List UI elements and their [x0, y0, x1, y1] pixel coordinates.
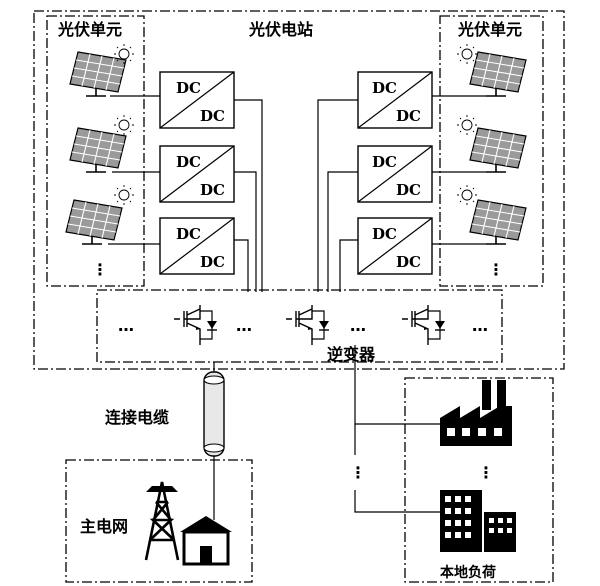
ellipsis: …: [472, 316, 488, 335]
substation-icon: [180, 516, 232, 566]
main-grid-frame: [65, 459, 253, 583]
svg-text:DC: DC: [200, 181, 225, 199]
main-grid-label: 主电网: [80, 517, 128, 536]
dc-dc-converter: DC DC: [159, 145, 235, 203]
more-panels-left: ⋮: [92, 260, 108, 279]
svg-text:DC: DC: [176, 153, 201, 171]
svg-text:DC: DC: [200, 253, 225, 271]
igbt-switch-icon: [285, 304, 330, 346]
solar-panel-icon: [469, 127, 527, 173]
igbt-switch-icon: [173, 304, 218, 346]
cable-label: 连接电缆: [105, 408, 169, 427]
more-outputs-vdots: ⋮: [350, 463, 366, 482]
sun-icon: [113, 184, 135, 206]
pv-station-label: 光伏电站: [248, 20, 313, 39]
igbt-switch-icon: [401, 304, 446, 346]
svg-text:DC: DC: [176, 225, 201, 243]
local-load-label: 本地负荷: [440, 564, 496, 581]
solar-panel-icon: [469, 199, 527, 245]
ellipsis: …: [118, 316, 134, 335]
dc-dc-converter: DC DC: [357, 145, 433, 203]
sun-icon: [456, 43, 478, 65]
dc-dc-converter: DC DC: [159, 217, 235, 275]
connection-cable: [203, 371, 225, 457]
solar-panel-icon: [469, 51, 527, 97]
svg-text:DC: DC: [372, 225, 397, 243]
more-loads-vdots: ⋮: [478, 463, 494, 482]
solar-panel-icon: [65, 199, 123, 245]
pv-station-frame: [33, 10, 565, 370]
transmission-tower-icon: [144, 481, 180, 561]
local-load-frame: [404, 377, 554, 583]
pv-unit-left-label: 光伏单元: [57, 20, 122, 39]
svg-text:DC: DC: [372, 79, 397, 97]
pv-unit-right-label: 光伏单元: [457, 20, 522, 39]
sun-icon: [456, 114, 478, 136]
pv-unit-left-frame: [46, 15, 145, 287]
svg-text:DC: DC: [396, 107, 421, 125]
dc-dc-converter: DC DC: [357, 217, 433, 275]
svg-text:DC: DC: [200, 107, 225, 125]
factory-icon: [440, 380, 512, 446]
svg-text:DC: DC: [372, 153, 397, 171]
solar-panel-icon: [69, 127, 127, 173]
inverter-frame: [96, 289, 503, 363]
sun-icon: [113, 114, 135, 136]
building-icon: [440, 490, 516, 552]
dc-dc-converter: DC DC: [159, 71, 235, 129]
pv-unit-right-frame: [439, 15, 544, 287]
more-panels-right: ⋮: [488, 260, 504, 279]
ellipsis: …: [350, 316, 366, 335]
inverter-label: 逆变器: [327, 345, 376, 364]
svg-text:DC: DC: [176, 79, 201, 97]
solar-panel-icon: [69, 51, 127, 97]
sun-icon: [456, 184, 478, 206]
svg-text:DC: DC: [396, 253, 421, 271]
ellipsis: …: [236, 316, 252, 335]
dc-dc-converter: DC DC: [357, 71, 433, 129]
svg-text:DC: DC: [396, 181, 421, 199]
